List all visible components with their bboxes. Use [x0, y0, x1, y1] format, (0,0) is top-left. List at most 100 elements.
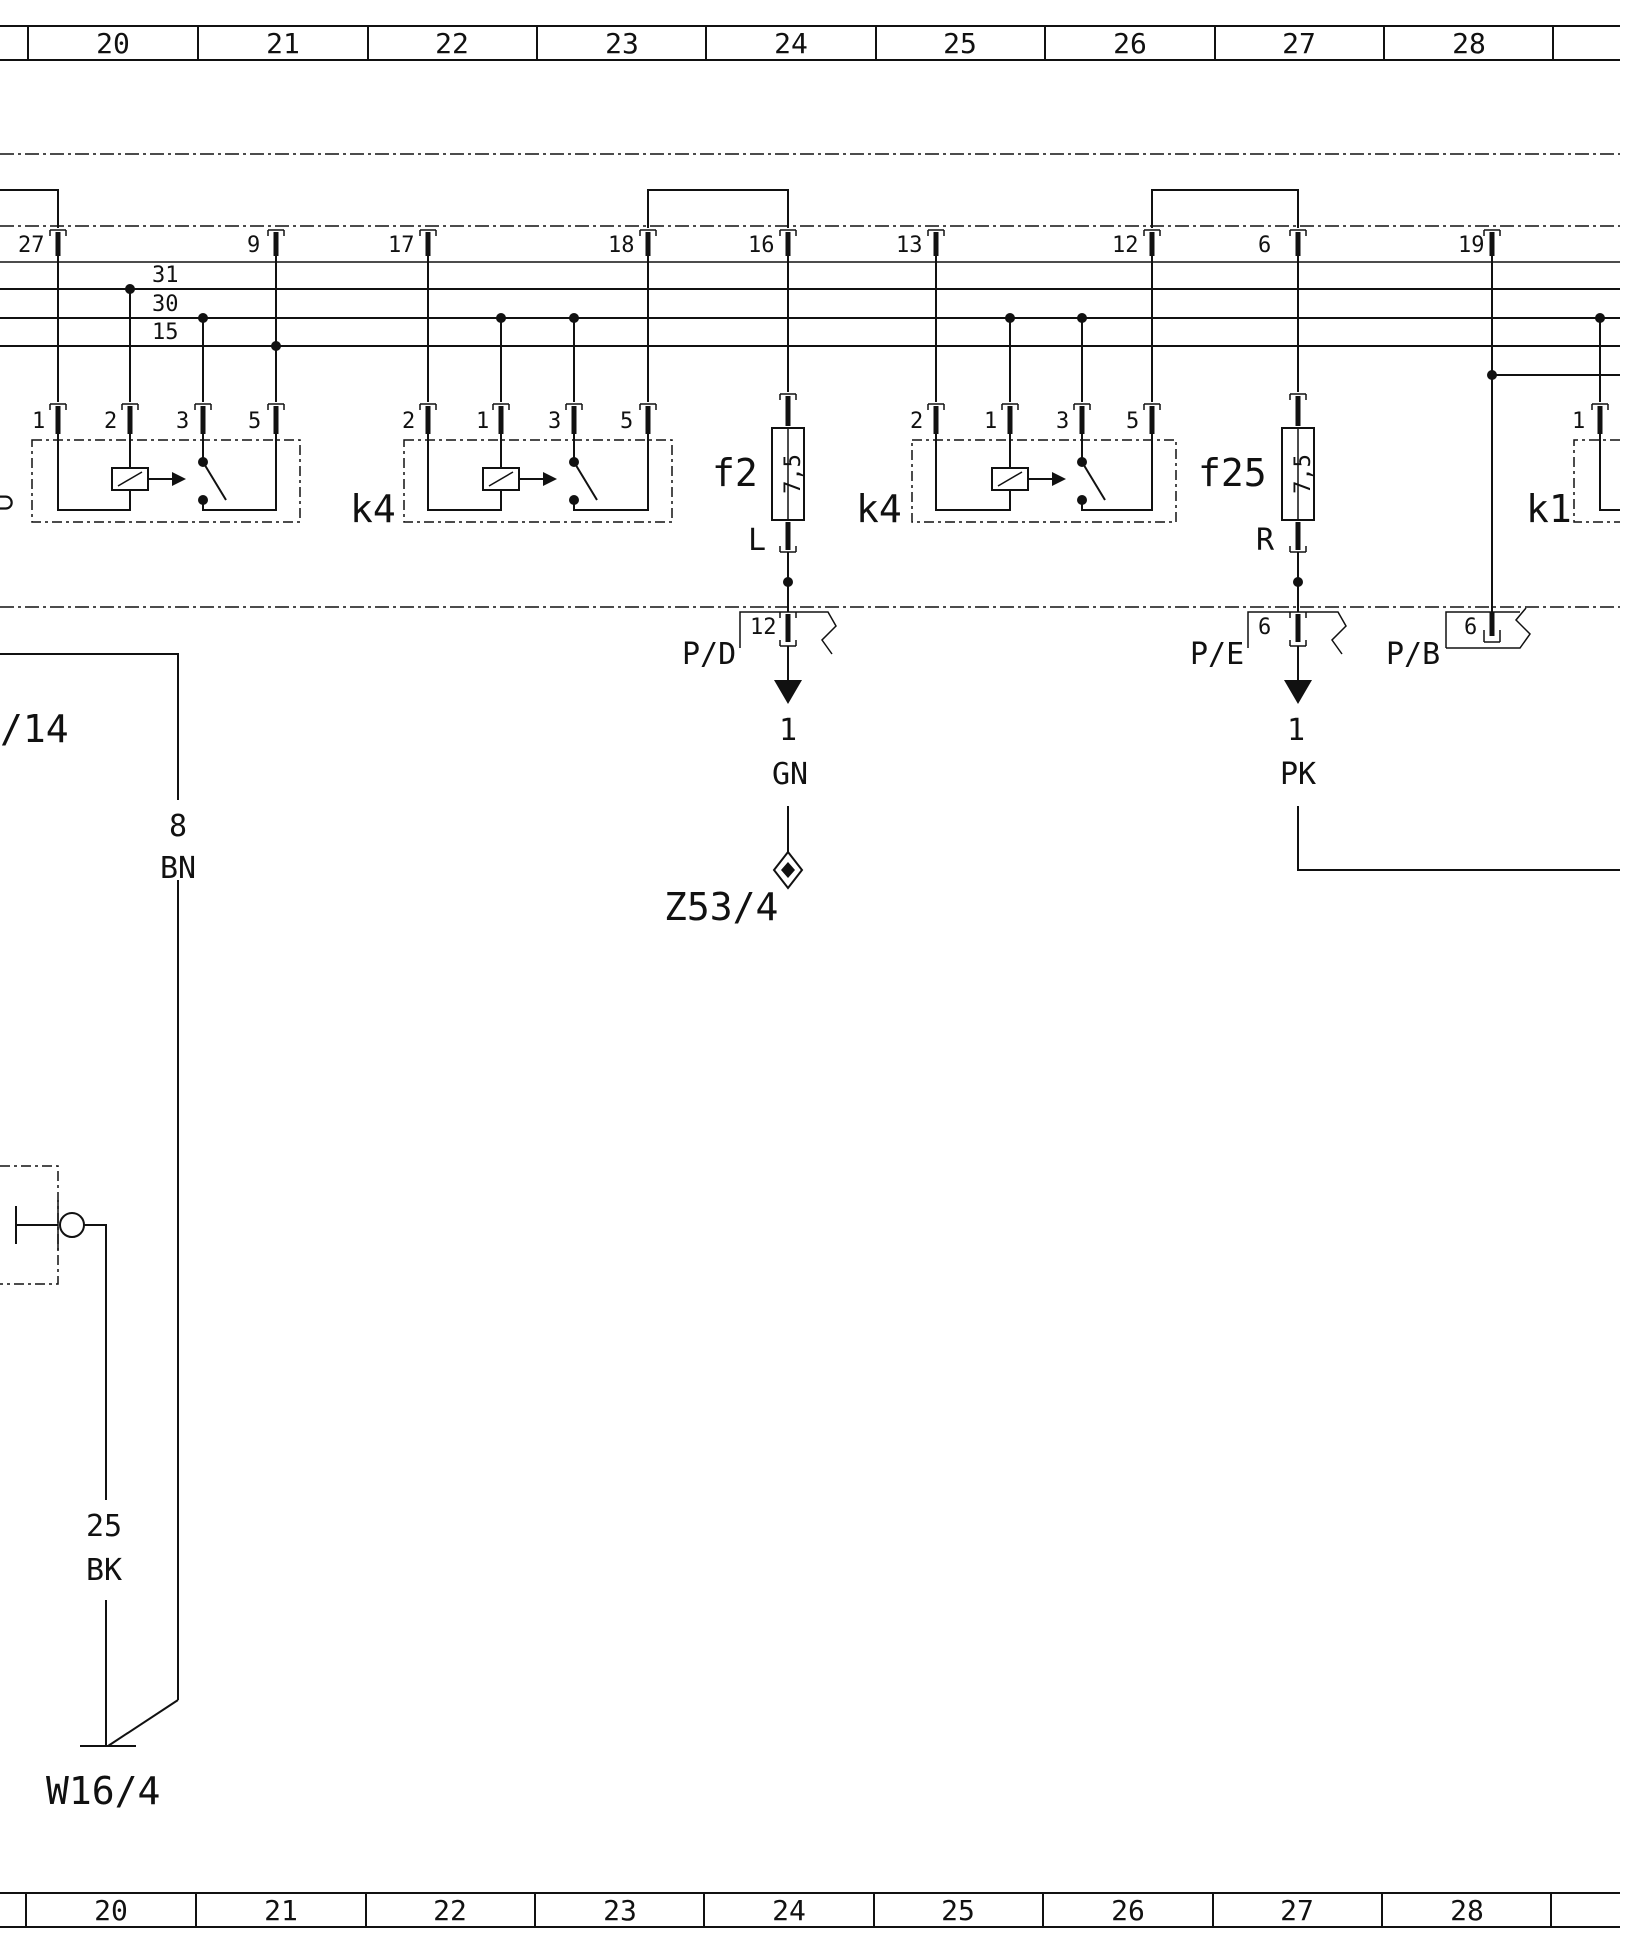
- fuse-name: f2: [712, 451, 758, 495]
- grid-col-label: 27: [1282, 27, 1316, 60]
- connector-pin: 19: [1458, 229, 1501, 628]
- bus-junctions: [125, 284, 1620, 402]
- plug-pin: 6: [1258, 615, 1271, 640]
- plug-p-b: 6 P/B: [1386, 607, 1531, 672]
- pin-label: 17: [388, 233, 415, 258]
- fuse-rating: 7,5: [781, 454, 806, 494]
- fuse-side: R: [1256, 523, 1275, 558]
- fuse-f2: 7,5 f2 L: [712, 393, 806, 612]
- pin-label: 1: [984, 409, 997, 434]
- grid-col-label: 26: [1113, 27, 1147, 60]
- left-ref: /14: [0, 707, 69, 751]
- grid-col-label: 22: [435, 27, 469, 60]
- grid-col-label: 27: [1280, 1894, 1314, 1927]
- pin-label: 2: [104, 409, 117, 434]
- grid-col-label: 25: [941, 1894, 975, 1927]
- connector-pin: 18: [608, 229, 657, 402]
- bus-label-15: 15: [152, 320, 179, 345]
- pin-label: 5: [248, 409, 261, 434]
- pin-label: 3: [1056, 409, 1069, 434]
- relay-k4-1: k4 2 1 3 5: [350, 403, 673, 531]
- connector-pin: 16: [748, 229, 797, 392]
- grid-col-label: 23: [603, 1894, 637, 1927]
- connector-pin: 13: [896, 229, 945, 402]
- fuse-rating: 7,5: [1291, 454, 1316, 494]
- pin-label: 16: [748, 233, 775, 258]
- wire-color: GN: [772, 757, 808, 792]
- plug-name: P/E: [1190, 637, 1244, 672]
- wire-number: 25: [86, 1509, 122, 1544]
- pin-label: 9: [247, 233, 260, 258]
- pin-label: 19: [1458, 233, 1485, 258]
- pin-label: 27: [18, 233, 45, 258]
- grid-col-label: 22: [433, 1894, 467, 1927]
- fuse-side: L: [748, 523, 766, 558]
- fuse-f25: 7,5 f25 R: [1198, 393, 1316, 612]
- grid-col-label: 24: [774, 27, 808, 60]
- plug-name: P/D: [682, 637, 736, 672]
- connector-pin: 6: [1258, 229, 1307, 392]
- relay-k4-2: k4 2 1 3 5: [856, 403, 1177, 531]
- plug-pin: 6: [1464, 615, 1477, 640]
- grid-col-label: 21: [266, 27, 300, 60]
- grid-col-label: 25: [943, 27, 977, 60]
- top-connectors: 27 9 17 18 16 13 12: [18, 229, 1501, 628]
- pin-label: 12: [1112, 233, 1139, 258]
- plug-p-e: 6 P/E 1 PK: [1190, 611, 1620, 871]
- module-boundaries: [0, 153, 1620, 608]
- harness-w16-4: W16/4: [46, 1745, 160, 1813]
- pin-label: 2: [402, 409, 415, 434]
- fuse-name: f25: [1198, 451, 1267, 495]
- pin-label: 5: [620, 409, 633, 434]
- pin-label: 3: [548, 409, 561, 434]
- switch-component: 25 BK: [0, 1165, 122, 1746]
- relay-name: k4: [350, 487, 396, 531]
- grid-col-label: 23: [605, 27, 639, 60]
- bus-label-31: 31: [152, 263, 179, 288]
- plug-name: P/B: [1386, 637, 1440, 672]
- pin-label: 6: [1258, 233, 1271, 258]
- relay-k1: k1 1: [1526, 403, 1620, 531]
- plug-pin: 12: [750, 615, 777, 640]
- connector-pin: 27: [18, 229, 67, 402]
- grid-col-label: 28: [1452, 27, 1486, 60]
- wire-8-bn: 8 BN: [0, 653, 196, 1747]
- pin-label: 1: [476, 409, 489, 434]
- top-grid-strip: 20 21 22 23 24 25 26 27 28: [0, 25, 1620, 61]
- pin-label: 1: [1572, 409, 1585, 434]
- wire-color: BK: [86, 1553, 122, 1588]
- pin-label: 13: [896, 233, 923, 258]
- relay-name: k4: [856, 487, 902, 531]
- bus-label-30: 30: [152, 292, 179, 317]
- wire-color: PK: [1280, 757, 1316, 792]
- pin-label: 1: [32, 409, 45, 434]
- wire-number: 8: [169, 809, 187, 844]
- pin-label: 2: [910, 409, 923, 434]
- pin-label: 3: [176, 409, 189, 434]
- wire-color: BN: [160, 851, 196, 886]
- wire-number: 1: [1287, 713, 1305, 748]
- grid-col-label: 28: [1450, 1894, 1484, 1927]
- ground-point-label: Z53/4: [664, 885, 778, 929]
- connector-pin: 17: [388, 229, 437, 402]
- grid-col-label: 21: [264, 1894, 298, 1927]
- grid-col-label: 26: [1111, 1894, 1145, 1927]
- grid-col-label: 24: [772, 1894, 806, 1927]
- bottom-grid-strip: 20 21 22 23 24 25 26 27 28: [0, 1892, 1620, 1928]
- ground-point-icon: [772, 850, 804, 890]
- plug-p-d: 12 P/D 1 GN Z53/4: [664, 611, 837, 929]
- pin-label: 5: [1126, 409, 1139, 434]
- pin-label: 18: [608, 233, 635, 258]
- relay-partial-label: ⊃: [0, 485, 14, 520]
- jumpers: [0, 189, 1299, 228]
- wire-number: 1: [779, 713, 797, 748]
- connector-pin: 9: [247, 229, 285, 402]
- relay-left: ⊃ 1 2 3 5: [0, 403, 301, 523]
- grid-col-label: 20: [94, 1894, 128, 1927]
- connector-pin: 12: [1112, 229, 1161, 402]
- relay-name: k1: [1526, 487, 1572, 531]
- grid-col-label: 20: [96, 27, 130, 60]
- harness-label: W16/4: [46, 1769, 160, 1813]
- left-ref-label: /14: [0, 707, 69, 751]
